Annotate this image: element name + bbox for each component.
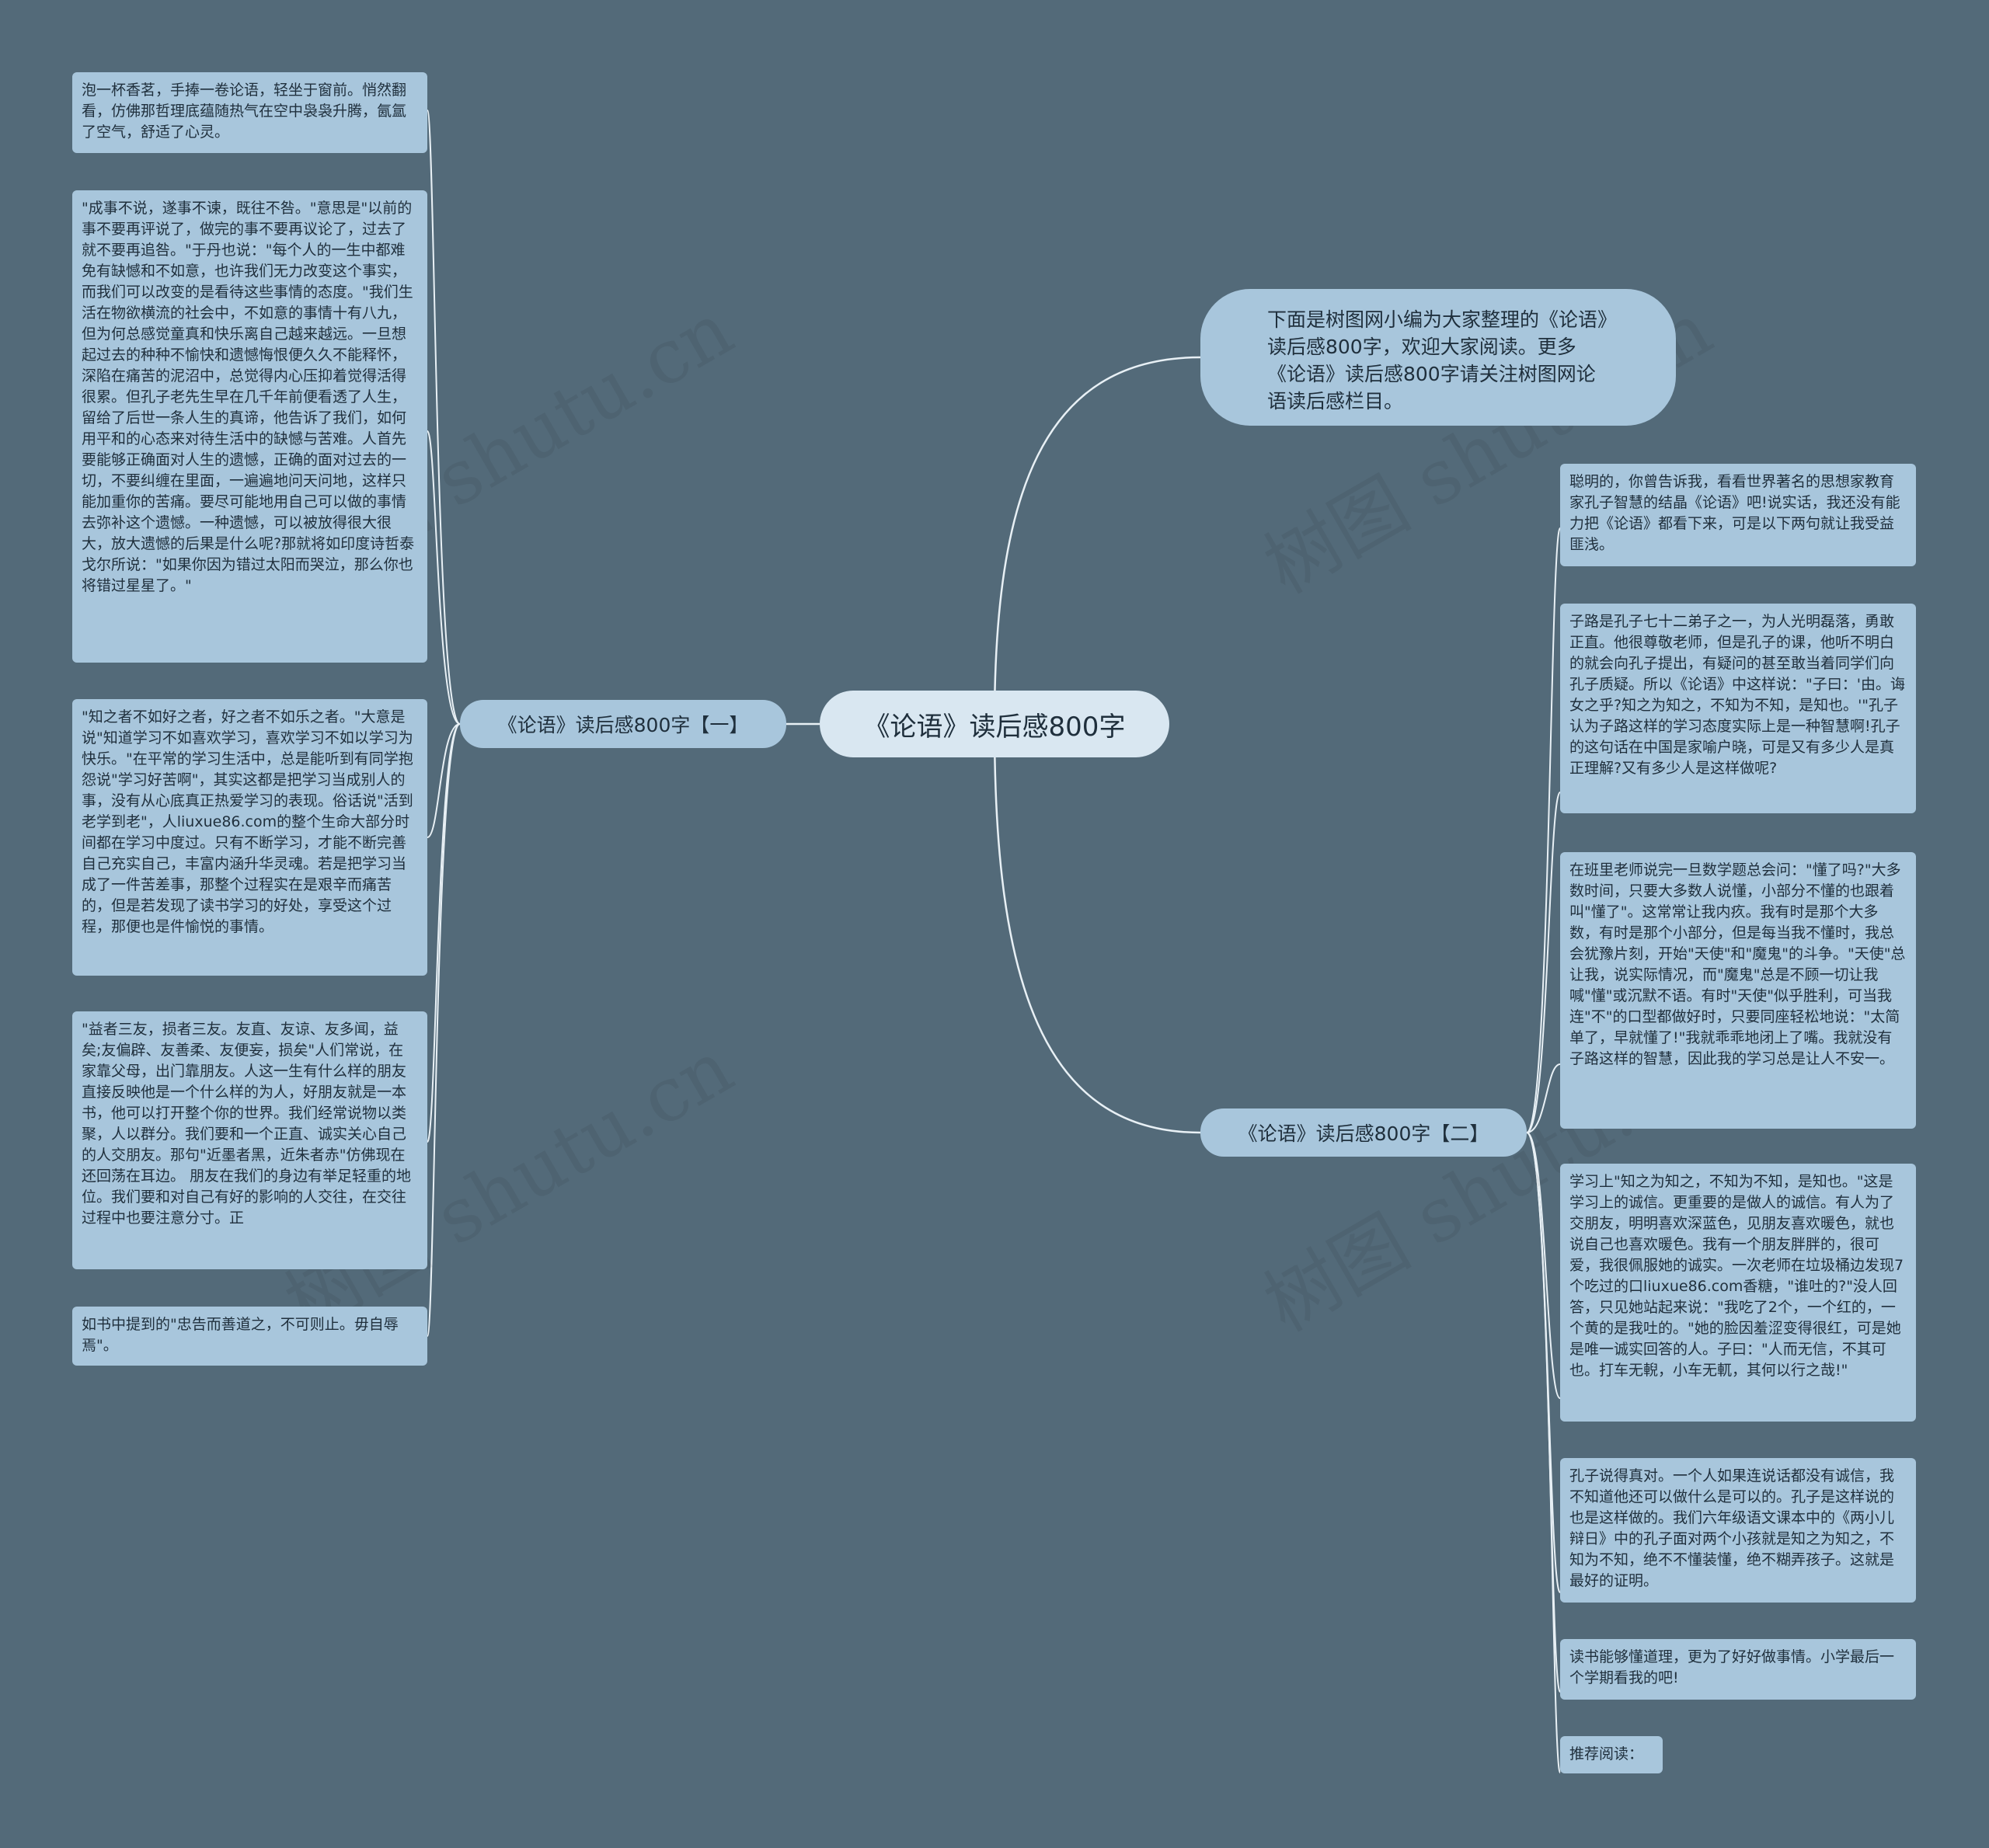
link-b2-leaf7 bbox=[1526, 1132, 1561, 1773]
leaf-note[interactable]: 学习上"知之为知之，不知为不知，是知也。"这是学习上的诚信。更重要的是做人的诚信… bbox=[1560, 1164, 1916, 1422]
link-b2-leaf4 bbox=[1526, 1132, 1561, 1399]
link-b1-leaf2 bbox=[427, 430, 461, 725]
link-b2-leaf2 bbox=[1526, 792, 1561, 1133]
link-b1-leaf1 bbox=[427, 110, 461, 725]
link-b2-leaf6 bbox=[1526, 1132, 1561, 1693]
branch-topic-2[interactable]: 《论语》读后感800字【二】 bbox=[1200, 1108, 1527, 1157]
leaf-note[interactable]: 推荐阅读： bbox=[1560, 1736, 1663, 1773]
intro-note-text: 下面是树图网小编为大家整理的《论语》读后感800字，欢迎大家阅读。更多《论语》读… bbox=[1267, 308, 1608, 412]
link-b1-leaf5 bbox=[427, 723, 461, 1337]
link-b2-leaf1 bbox=[1526, 527, 1561, 1133]
link-root-branch2 bbox=[993, 723, 1201, 1134]
leaf-note[interactable]: 孔子说得真对。一个人如果连说话都没有诚信，我不知道他还可以做什么是可以的。孔子是… bbox=[1560, 1458, 1916, 1603]
leaf-note[interactable]: 泡一杯香茗，手捧一卷论语，轻坐于窗前。悄然翻看，仿佛那哲理底蕴随热气在空中袅袅升… bbox=[72, 72, 427, 153]
leaf-note[interactable]: "益者三友，损者三友。友直、友谅、友多闻，益矣;友偏辟、友善柔、友便妄，损矣"人… bbox=[72, 1011, 427, 1269]
leaf-note[interactable]: "知之者不如好之者，好之者不如乐之者。"大意是说"知道学习不如喜欢学习，喜欢学习… bbox=[72, 699, 427, 976]
root-topic-label: 《论语》读后感800字 bbox=[863, 711, 1126, 743]
leaf-note[interactable]: 读书能够懂道理，更为了好好做事情。小学最后一个学期看我的吧! bbox=[1560, 1639, 1916, 1700]
branch-topic-label: 《论语》读后感800字【二】 bbox=[1238, 1122, 1489, 1145]
leaf-note[interactable]: 如书中提到的"忠告而善道之，不可则止。毋自辱焉"。 bbox=[72, 1307, 427, 1366]
leaf-note[interactable]: 在班里老师说完一旦数学题总会问："懂了吗?"大多数时间，只要大多数人说懂，小部分… bbox=[1560, 852, 1916, 1129]
branch-topic-1[interactable]: 《论语》读后感800字【一】 bbox=[460, 700, 786, 748]
branch-topic-label: 《论语》读后感800字【一】 bbox=[497, 714, 749, 736]
link-b2-leaf3 bbox=[1526, 1063, 1561, 1133]
link-b1-leaf3 bbox=[427, 723, 461, 838]
leaf-note[interactable]: "成事不说，遂事不谏，既往不咎。"意思是"以前的事不要再评说了，做完的事不要再议… bbox=[72, 190, 427, 663]
leaf-note[interactable]: 聪明的，你曾告诉我，看看世界著名的思想家教育家孔子智慧的结晶《论语》吧!说实话，… bbox=[1560, 464, 1916, 566]
link-root-intro bbox=[993, 356, 1201, 725]
root-topic[interactable]: 《论语》读后感800字 bbox=[820, 691, 1169, 757]
link-b1-leaf4 bbox=[427, 723, 461, 1143]
leaf-note[interactable]: 子路是孔子七十二弟子之一，为人光明磊落，勇敢正直。他很尊敬老师，但是孔子的课，他… bbox=[1560, 604, 1916, 813]
link-b2-leaf5 bbox=[1526, 1132, 1561, 1593]
intro-note[interactable]: 下面是树图网小编为大家整理的《论语》读后感800字，欢迎大家阅读。更多《论语》读… bbox=[1200, 289, 1676, 426]
